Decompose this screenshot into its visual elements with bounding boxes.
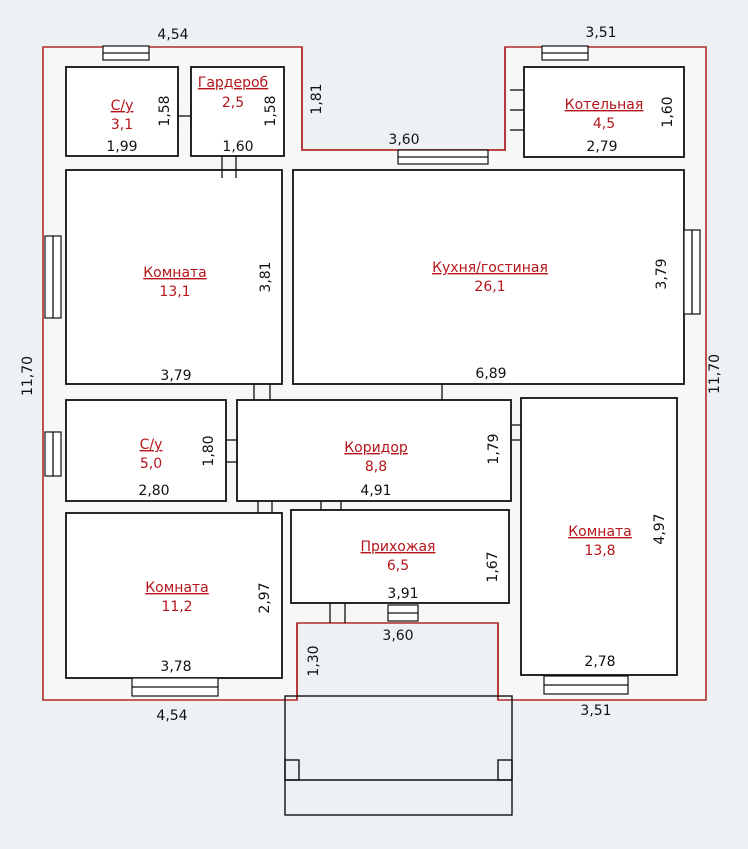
- room-area-su-top: 3,1: [111, 117, 133, 133]
- room-area-komnata-se: 13,8: [584, 543, 615, 559]
- window-left-su: [44, 431, 62, 477]
- dim-su-h: 1,58: [157, 95, 173, 126]
- dim-sumid-w: 2,80: [138, 483, 169, 499]
- dim-gard-w: 1,60: [222, 139, 253, 155]
- dim-right-total: 11,70: [707, 354, 723, 394]
- window-bottom-se: [543, 675, 629, 695]
- room-su-mid: [65, 399, 227, 502]
- dim-se-h: 4,97: [652, 513, 668, 544]
- room-name-kotelnaya: Котельная: [565, 97, 644, 113]
- dim-entry-w: 3,60: [382, 628, 413, 644]
- room-area-komnata-nw: 13,1: [159, 284, 190, 300]
- dim-sw-w: 3,78: [160, 659, 191, 675]
- dim-gard-h: 1,58: [263, 95, 279, 126]
- room-area-komnata-sw: 11,2: [161, 599, 192, 615]
- dim-entry-h: 1,30: [306, 645, 322, 676]
- room-area-koridor: 8,8: [365, 459, 387, 475]
- room-name-komnata-sw: Комната: [145, 580, 209, 596]
- dim-kitchen-h: 3,79: [654, 258, 670, 289]
- room-name-komnata-se: Комната: [568, 524, 632, 540]
- dim-su-w: 1,99: [106, 139, 137, 155]
- room-name-koridor: Коридор: [344, 440, 408, 456]
- entry-steps: [284, 695, 513, 816]
- window-top-right: [541, 45, 589, 61]
- room-area-kotelnaya: 4,5: [593, 116, 615, 132]
- dim-prih-h: 1,67: [485, 551, 501, 582]
- entry-porch-outline: [296, 623, 499, 700]
- room-garderob: [190, 66, 285, 157]
- window-left-nw: [44, 235, 62, 319]
- window-bottom-sw: [131, 677, 219, 697]
- dim-porch-w: 3,60: [388, 132, 419, 148]
- room-area-garderob: 2,5: [222, 95, 244, 111]
- room-area-su-mid: 5,0: [140, 456, 162, 472]
- room-name-kuhnya: Кухня/гостиная: [432, 260, 548, 276]
- room-komnata-sw: [65, 512, 283, 679]
- dim-corr-w: 4,91: [360, 483, 391, 499]
- room-name-prihozhaya: Прихожая: [361, 539, 436, 555]
- dim-left-total: 11,70: [20, 356, 36, 396]
- room-name-su-mid: С/у: [140, 437, 163, 453]
- dim-nw-w: 3,79: [160, 368, 191, 384]
- window-top-left: [102, 45, 150, 61]
- dim-prih-w: 3,91: [387, 586, 418, 602]
- dim-sumid-h: 1,80: [201, 435, 217, 466]
- room-koridor: [236, 399, 512, 502]
- dim-nw-h: 3,81: [258, 261, 274, 292]
- dim-sw-h: 2,97: [257, 582, 273, 613]
- window-porch: [397, 149, 489, 165]
- dim-top-left: 4,54: [157, 27, 188, 43]
- room-kuhnya: [292, 169, 685, 385]
- room-name-garderob: Гардероб: [198, 75, 268, 91]
- window-prihozhaya: [387, 604, 419, 622]
- dim-se-w: 2,78: [584, 654, 615, 670]
- dim-kot-w: 2,79: [586, 139, 617, 155]
- window-right-kitchen: [683, 229, 701, 315]
- dim-kot-h: 1,60: [660, 96, 676, 127]
- dim-bottom-left: 4,54: [156, 708, 187, 724]
- dim-kitchen-w: 6,89: [475, 366, 506, 382]
- room-kotelnaya: [523, 66, 685, 158]
- dim-porch-h: 1,81: [309, 83, 325, 114]
- dim-bottom-right: 3,51: [580, 703, 611, 719]
- room-name-su-top: С/у: [111, 98, 134, 114]
- room-area-kuhnya: 26,1: [474, 279, 505, 295]
- room-prihozhaya: [290, 509, 510, 604]
- dim-top-right: 3,51: [585, 25, 616, 41]
- room-komnata-se: [520, 397, 678, 676]
- dim-corr-h: 1,79: [486, 433, 502, 464]
- room-name-komnata-nw: Комната: [143, 265, 207, 281]
- room-area-prihozhaya: 6,5: [387, 558, 409, 574]
- door-ticks: [177, 89, 524, 623]
- room-komnata-nw: [65, 169, 283, 385]
